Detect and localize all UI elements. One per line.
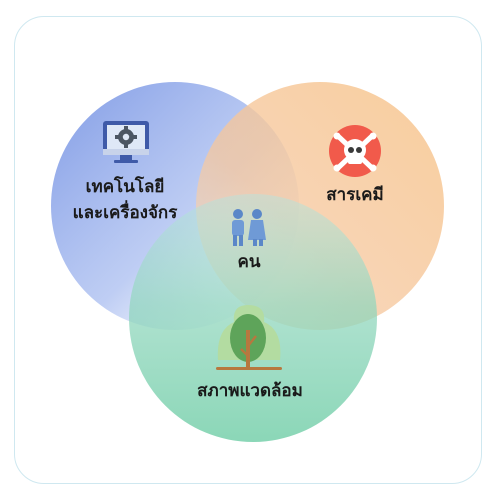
skull-crossbones-icon xyxy=(329,125,381,177)
people-icon xyxy=(232,209,266,246)
tree-icon xyxy=(216,305,282,370)
technology-label-line2: และเครื่องจักร xyxy=(72,203,178,223)
environment-label: สภาพแวดล้อม xyxy=(197,381,303,401)
center-label: คน xyxy=(237,252,261,272)
technology-label: เทคโนโลยี และเครื่องจักร xyxy=(60,174,190,226)
chemicals-label: สารเคมี xyxy=(326,185,384,205)
computer-gear-icon xyxy=(103,121,149,163)
technology-label-line1: เทคโนโลยี xyxy=(85,177,165,197)
